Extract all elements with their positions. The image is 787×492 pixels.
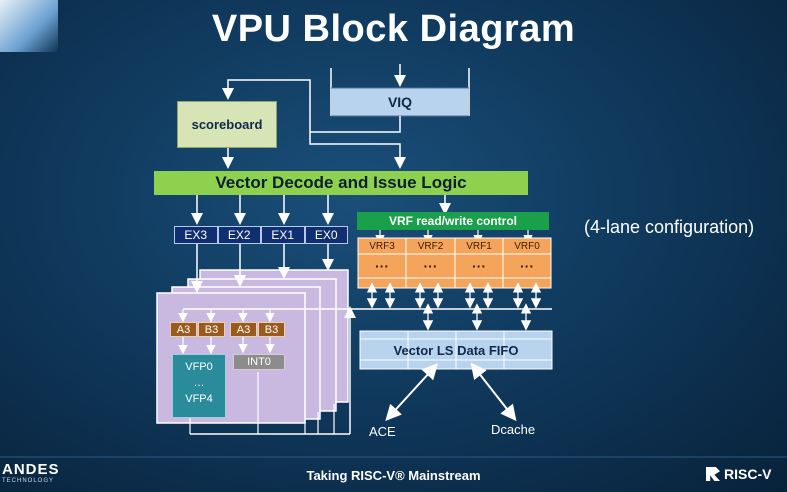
vrf-bank-grid xyxy=(357,237,552,289)
vfp-bottom-label: VFP4 xyxy=(185,393,213,405)
scoreboard-block: scoreboard xyxy=(177,101,277,148)
vrf-dots-1: ··· xyxy=(472,258,486,274)
vfp-dots: … xyxy=(193,377,205,389)
footer-tagline: Taking RISC-V® Mainstream xyxy=(306,468,481,483)
ace-label: ACE xyxy=(369,424,396,439)
lane-op-b3-left: B3 xyxy=(198,322,225,337)
ls-fifo-label: Vector LS Data FIFO xyxy=(393,342,519,358)
viq-label: VIQ xyxy=(387,94,413,110)
andes-logo-subtext: TECHNOLOGY xyxy=(2,478,55,484)
riscv-logo-icon xyxy=(706,467,720,481)
vrf-control-block: VRF read/write control xyxy=(357,212,549,230)
viq-queue xyxy=(330,68,470,117)
ex-unit-1: EX1 xyxy=(261,226,305,244)
vrf-bank-0: VRF0 xyxy=(514,241,540,252)
riscv-logo: RISC-V xyxy=(706,466,771,482)
andes-corner-graphic xyxy=(0,0,58,52)
vrf-dots-2: ··· xyxy=(423,258,438,274)
ex-units-bar: EX3 EX2 EX1 EX0 xyxy=(174,226,348,244)
lane-op-a3-left: A3 xyxy=(170,322,197,337)
ex-unit-0: EX0 xyxy=(304,226,348,244)
andes-logo-text: ANDES xyxy=(2,461,60,478)
decode-issue-block: Vector Decode and Issue Logic xyxy=(154,171,528,195)
ls-fifo-grid xyxy=(359,330,553,370)
vfp-block: VFP0 … VFP4 xyxy=(172,354,226,418)
ex-unit-3: EX3 xyxy=(174,226,218,244)
riscv-logo-text: RISC-V xyxy=(724,466,772,482)
ex-unit-2: EX2 xyxy=(217,226,261,244)
page-title: VPU Block Diagram xyxy=(211,8,576,50)
vrf-bank-3: VRF3 xyxy=(369,241,395,252)
lane-op-b3-right: B3 xyxy=(258,322,285,337)
andes-logo: ANDES TECHNOLOGY xyxy=(2,461,72,489)
lane-op-a3-right: A3 xyxy=(230,322,257,337)
vfp-top-label: VFP0 xyxy=(185,361,213,373)
dcache-label: Dcache xyxy=(491,422,536,437)
vrf-bank-2: VRF2 xyxy=(417,241,444,252)
vrf-dots-0: ··· xyxy=(520,258,534,274)
config-note: (4-lane configuration) xyxy=(584,217,755,237)
vrf-dots-3: ··· xyxy=(375,258,389,274)
int-unit: INT0 xyxy=(233,354,285,370)
vrf-bank-1: VRF1 xyxy=(466,241,492,252)
